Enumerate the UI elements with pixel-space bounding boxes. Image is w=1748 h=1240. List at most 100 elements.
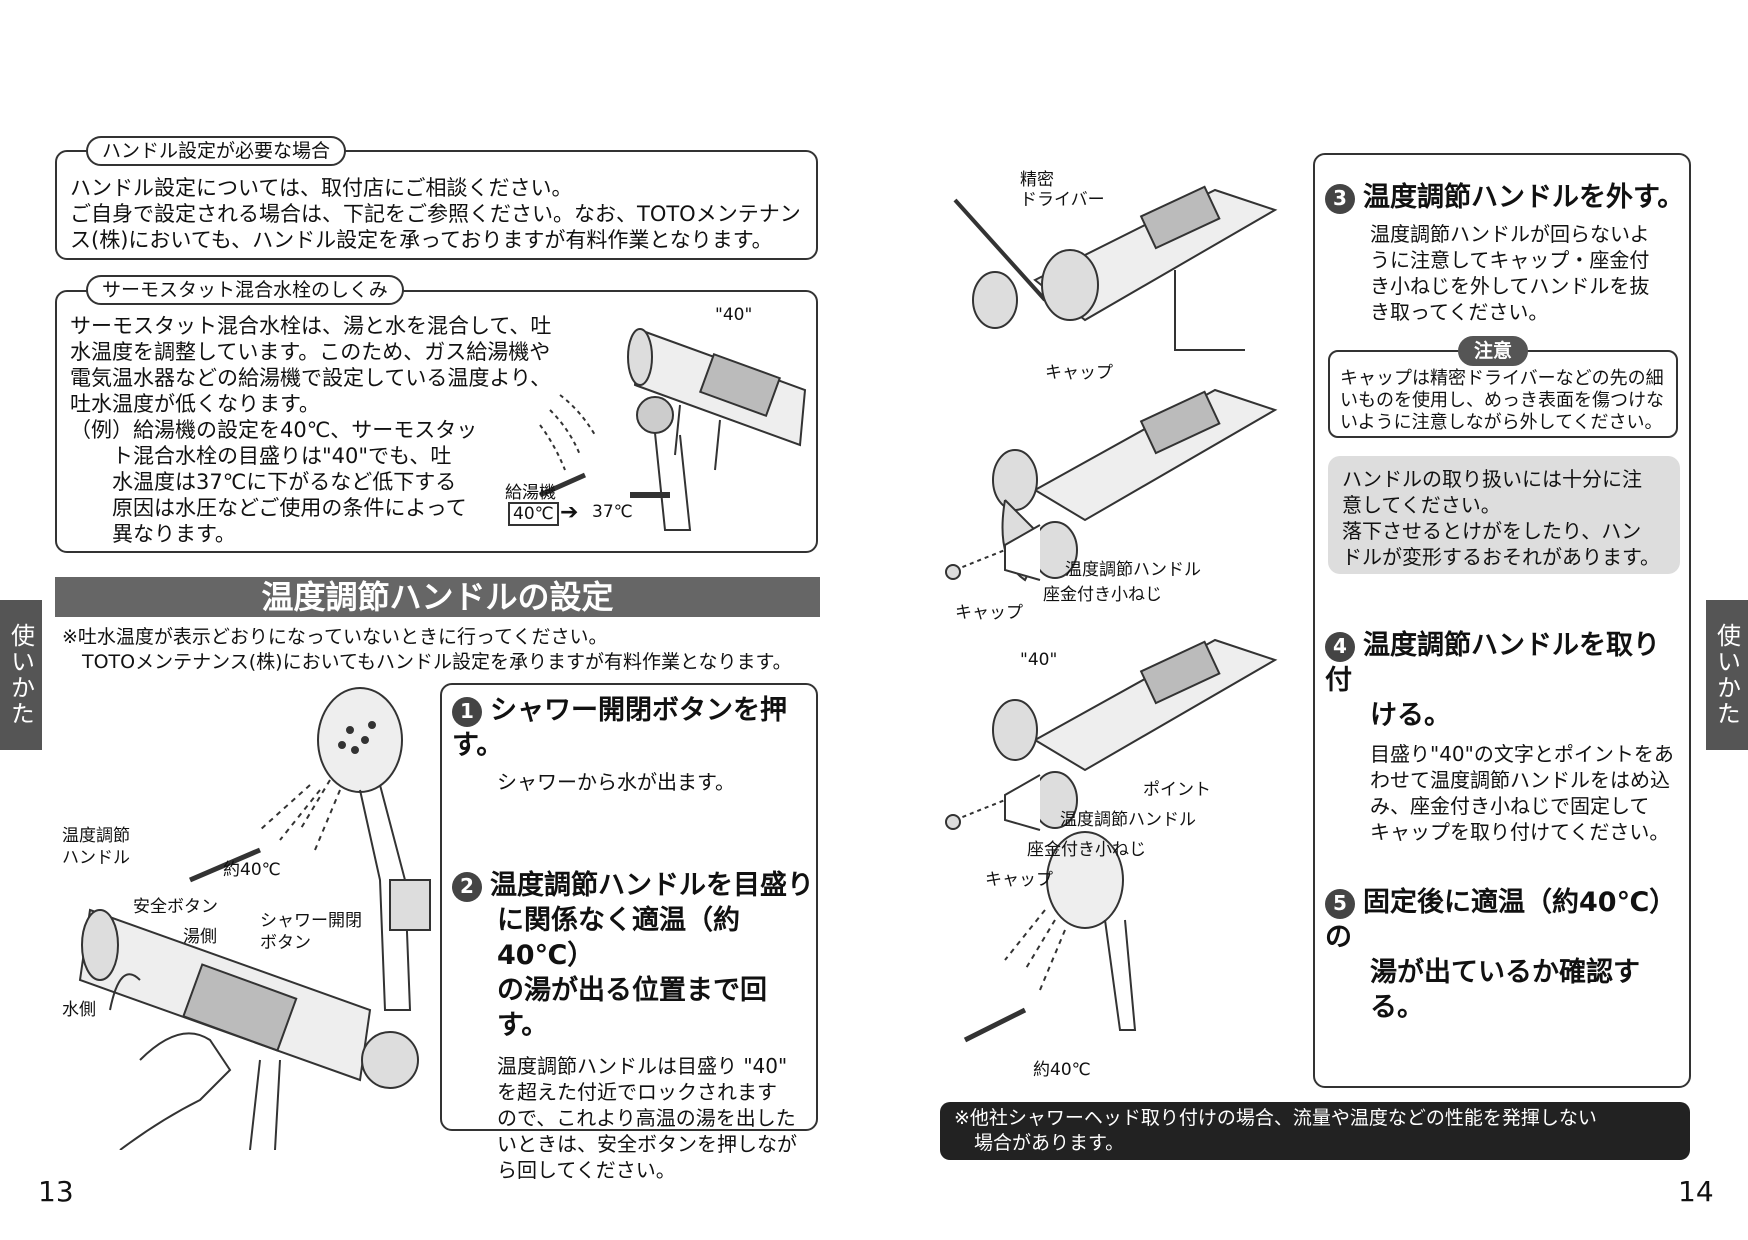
- label-line: ハンドル: [62, 848, 130, 868]
- notes: ※吐水温度が表示どおりになっていないときに行ってください。 TOTOメンテナンス…: [62, 625, 792, 675]
- shower-button-label: シャワー開閉 ボタン: [260, 910, 362, 954]
- washer-screw-label-2: 座金付き小ねじ: [1027, 840, 1146, 860]
- text-line: （例）給湯機の設定を40℃、サーモスタッ: [70, 418, 478, 442]
- step-title-text: ける。: [1370, 700, 1451, 731]
- faucet-adjust-illustration: [78, 687, 431, 1150]
- text-line: 水温度を調整しています。このため、ガス給湯機や: [70, 340, 551, 364]
- cap-label-2: キャップ: [955, 603, 1023, 623]
- text-line: ス(株)においても、ハンドル設定を承っておりますが有料作業となります。: [70, 228, 773, 252]
- text-line: 吐水温度が低くなります。: [70, 392, 320, 416]
- warning-line: 意してください。: [1342, 493, 1501, 517]
- cap-label-3: キャップ: [985, 870, 1053, 890]
- step-number-badge: 1: [452, 696, 482, 727]
- cap-label-1: キャップ: [1045, 363, 1113, 383]
- body-line: わせて温度調節ハンドルをはめ込: [1370, 768, 1670, 792]
- note-line: ※吐水温度が表示どおりになっていないときに行ってください。: [62, 626, 608, 648]
- body-line: み、座金付き小ねじで固定して: [1370, 794, 1650, 818]
- body-line: を超えた付近でロックされます: [497, 1080, 777, 1104]
- text-line: サーモスタット混合水栓は、湯と水を混合して、吐: [70, 314, 552, 338]
- body-line: 目盛り"40"の文字とポイントをあ: [1370, 742, 1674, 766]
- label-line: シャワー開閉: [260, 911, 362, 931]
- step-4-body: 目盛り"40"の文字とポイントをあ わせて温度調節ハンドルをはめ込 み、座金付き…: [1325, 741, 1685, 845]
- step-title-text: 湯が出ているか確認する。: [1370, 957, 1640, 1023]
- text-line: ハンドル設定については、取付店にご相談ください。: [70, 176, 573, 200]
- body-line: キャップを取り付けてください。: [1370, 820, 1670, 844]
- point-label: ポイント: [1143, 780, 1211, 800]
- temp-handle-label-1: 温度調節ハンドル: [1065, 560, 1201, 580]
- mark-40-label-right: "40": [1020, 650, 1058, 670]
- handle-setting-info-box: [55, 150, 818, 260]
- note-line: TOTOメンテナンス(株)においてもハンドル設定を承りますが有料作業となります。: [82, 651, 792, 673]
- note-line: 場合があります。: [974, 1132, 1125, 1154]
- caution-label: 注意: [1458, 336, 1529, 366]
- page-number-left: 13: [38, 1175, 74, 1208]
- text-line: 電気温水器などの給湯機で設定している温度より、: [70, 366, 552, 390]
- caution-line: いものを使用し、めっき表面を傷つけな: [1340, 390, 1664, 411]
- step-title-text: 固定後に適温（約40℃）の: [1325, 887, 1677, 953]
- body-line: 温度調節ハンドルが回らないよ: [1370, 222, 1650, 246]
- step-number-badge: 5: [1325, 888, 1355, 919]
- mark-40-label: "40": [715, 305, 753, 325]
- step-number-badge: 2: [452, 871, 482, 902]
- body-line: ので、これより高温の湯を出した: [497, 1106, 796, 1130]
- step-3-title: 3 温度調節ハンドルを外す。: [1325, 180, 1685, 215]
- water-heater-label: 給湯機: [505, 483, 556, 503]
- cold-side-label: 水側: [62, 1000, 96, 1020]
- side-tab-left: 使いかた: [0, 600, 42, 750]
- faucet-disassembly-illustration: [945, 185, 1278, 1043]
- steps-1-2-box: [440, 683, 818, 1131]
- text-line: ト混合水栓の目盛りは"40"でも、吐: [112, 444, 452, 468]
- step-number-badge: 3: [1325, 183, 1355, 214]
- label-line: 温度調節: [62, 826, 130, 846]
- body-line: いときは、安全ボタンを押しなが: [497, 1132, 797, 1156]
- page-number-right: 14: [1678, 1175, 1714, 1208]
- body-line: ら回してください。: [497, 1158, 676, 1182]
- step-title-text: の湯が出る位置まで回す。: [497, 975, 767, 1041]
- body-line: うに注意してキャップ・座金付: [1370, 248, 1650, 272]
- handle-setting-info-text: ハンドル設定については、取付店にご相談ください。 ご自身で設定される場合は、下記…: [70, 175, 810, 253]
- warning-box: [1328, 456, 1680, 574]
- label-line: 精密: [1020, 170, 1054, 190]
- caution-text: キャップは精密ドライバーなどの先の細 いものを使用し、めっき表面を傷つけな いよ…: [1340, 368, 1664, 434]
- step-number-badge: 4: [1325, 631, 1355, 662]
- warning-text: ハンドルの取り扱いには十分に注 意してください。 落下させるとけがをしたり、ハン…: [1342, 466, 1660, 570]
- faucet-mini-illustration: [538, 328, 807, 531]
- thermostat-info-title: サーモスタット混合水栓のしくみ: [86, 275, 404, 305]
- arrow-icon: ➔: [560, 500, 579, 525]
- thermostat-info-text: サーモスタット混合水栓は、湯と水を混合して、吐 水温度を調整しています。このため…: [70, 313, 570, 547]
- body-line: き取ってください。: [1370, 300, 1549, 324]
- approx-temp-label-right: 約40℃: [1033, 1060, 1091, 1080]
- bottom-note: ※他社シャワーヘッド取り付けの場合、流量や温度などの性能を発揮しない 場合があり…: [940, 1102, 1690, 1160]
- text-line: ご自身で設定される場合は、下記をご参照ください。なお、TOTOメンテナン: [70, 202, 801, 226]
- label-line: ドライバー: [1020, 190, 1105, 210]
- step-title-text: シャワー開閉ボタンを押す。: [452, 695, 787, 761]
- approx-temp-label: 約40℃: [223, 860, 281, 880]
- heater-temp-setting: 40℃: [508, 502, 559, 526]
- step-3: 3 温度調節ハンドルを外す。 温度調節ハンドルが回らないよ うに注意してキャップ・…: [1325, 180, 1685, 325]
- body-line: き小ねじを外してハンドルを抜: [1370, 274, 1650, 298]
- warning-line: ドルが変形するおそれがあります。: [1342, 545, 1660, 569]
- step-3-body: 温度調節ハンドルが回らないよ うに注意してキャップ・座金付 き小ねじを外してハン…: [1325, 221, 1685, 325]
- caution-line: いように注意しながら外してください。: [1340, 412, 1663, 433]
- handle-setting-info-title: ハンドル設定が必要な場合: [86, 136, 347, 166]
- step-1-body: シャワーから水が出ます。: [497, 770, 735, 794]
- label-line: ボタン: [260, 933, 311, 953]
- note-line: ※他社シャワーヘッド取り付けの場合、流量や温度などの性能を発揮しない: [954, 1107, 1597, 1129]
- step-title-text: に関係なく適温（約40℃）: [497, 905, 740, 971]
- warning-line: ハンドルの取り扱いには十分に注: [1342, 467, 1642, 491]
- steps-3-5-box: [1313, 153, 1691, 1088]
- step-title-text: 温度調節ハンドルを外す。: [1363, 182, 1685, 213]
- warning-line: 落下させるとけがをしたり、ハン: [1342, 519, 1642, 543]
- hot-side-label: 湯側: [183, 927, 217, 947]
- thermostat-info-box: [55, 290, 818, 553]
- safety-button-label: 安全ボタン: [133, 897, 218, 917]
- precision-driver-label: 精密 ドライバー: [1020, 170, 1105, 210]
- outlet-temp-value: 37℃: [592, 502, 633, 522]
- caution-line: キャップは精密ドライバーなどの先の細: [1340, 368, 1664, 389]
